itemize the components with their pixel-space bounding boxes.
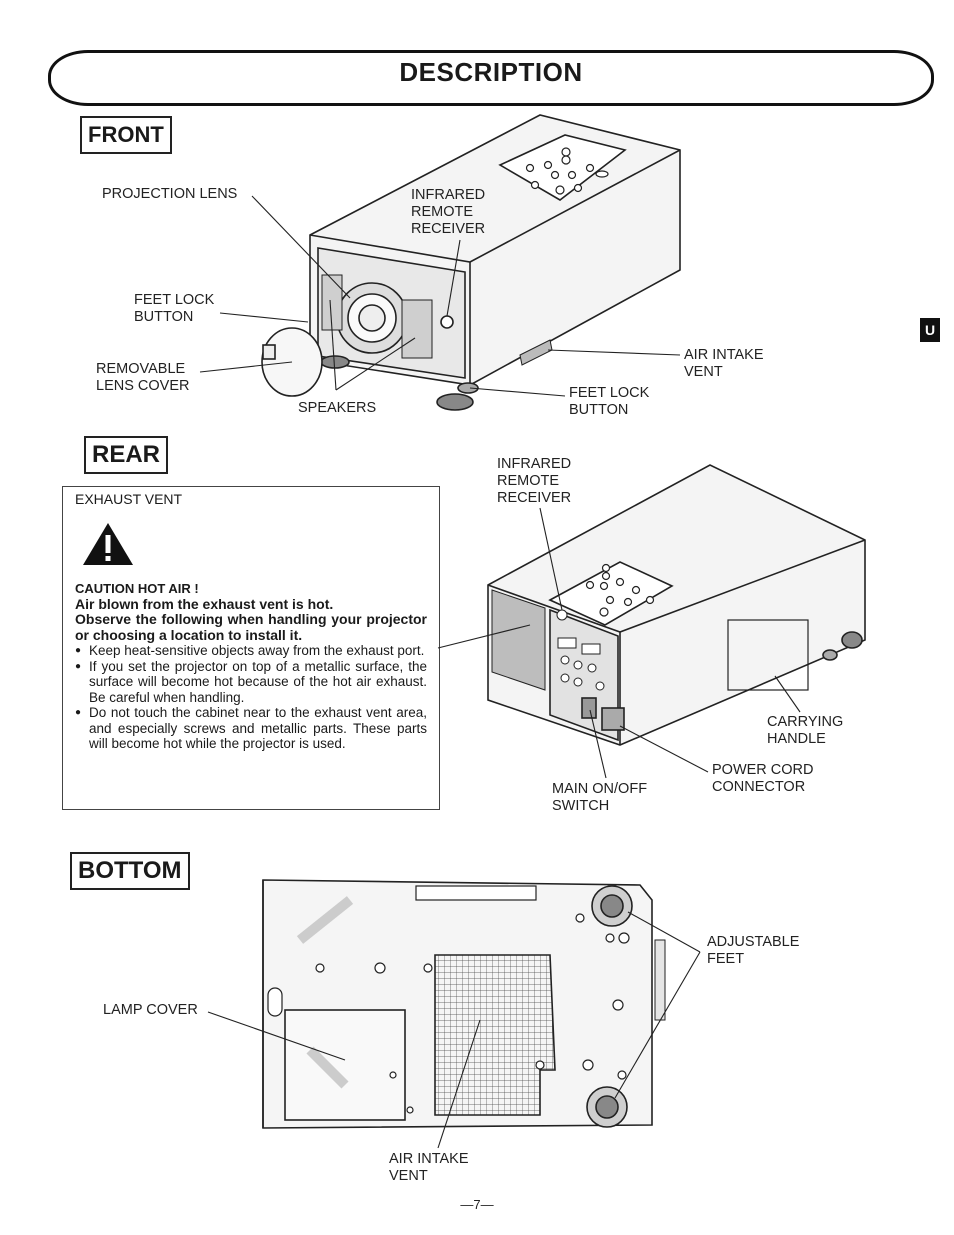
- caution-bullet: Do not touch the cabinet near to the exh…: [75, 705, 427, 752]
- label-projection-lens: PROJECTION LENS: [102, 186, 238, 202]
- label-lamp-cover: LAMP COVER: [103, 1002, 198, 1018]
- caution-intro-1: Air blown from the exhaust vent is hot.: [75, 595, 334, 612]
- label-front-air-intake-vent: AIR INTAKE VENT: [684, 347, 764, 380]
- section-bottom-heading: BOTTOM: [70, 852, 190, 890]
- label-main-switch: MAIN ON/OFF SWITCH: [552, 781, 648, 814]
- caution-box: EXHAUST VENT CAUTION HOT AIR ! Air blown…: [62, 486, 440, 810]
- label-carrying-handle: CARRYING HANDLE: [767, 714, 844, 747]
- page-number: —7—: [460, 1197, 494, 1212]
- warning-triangle-icon: [83, 523, 133, 565]
- language-tab: U: [920, 318, 940, 342]
- label-power-cord-connector: POWER CORD CONNECTOR: [712, 762, 814, 795]
- caution-intro-2: Observe the following when handling your…: [75, 611, 427, 643]
- label-exhaust-vent: EXHAUST VENT: [75, 491, 183, 507]
- label-front-feet-lock-left: FEET LOCK BUTTON: [134, 292, 215, 325]
- label-front-feet-lock-right: FEET LOCK BUTTON: [569, 385, 650, 418]
- section-rear-heading: REAR: [84, 436, 169, 474]
- title-banner: DESCRIPTION: [48, 50, 934, 106]
- caution-bullet: Keep heat-sensitive objects away from th…: [75, 643, 427, 659]
- label-bottom-air-intake-vent: AIR INTAKE VENT: [389, 1151, 469, 1184]
- caution-heading: CAUTION HOT AIR !: [75, 581, 199, 596]
- caution-content: CAUTION HOT AIR ! Air blown from the exh…: [75, 581, 427, 752]
- label-rear-infrared-receiver: INFRARED REMOTE RECEIVER: [497, 456, 572, 506]
- page-title: DESCRIPTION: [399, 57, 583, 87]
- label-front-infrared-receiver: INFRARED REMOTE RECEIVER: [411, 187, 486, 237]
- caution-bullet: If you set the projector on top of a met…: [75, 659, 427, 706]
- section-front-heading: FRONT: [80, 116, 172, 154]
- label-adjustable-feet: ADJUSTABLE FEET: [707, 934, 800, 967]
- label-speakers: SPEAKERS: [298, 400, 377, 416]
- label-removable-lens-cover: REMOVABLE LENS COVER: [96, 361, 190, 394]
